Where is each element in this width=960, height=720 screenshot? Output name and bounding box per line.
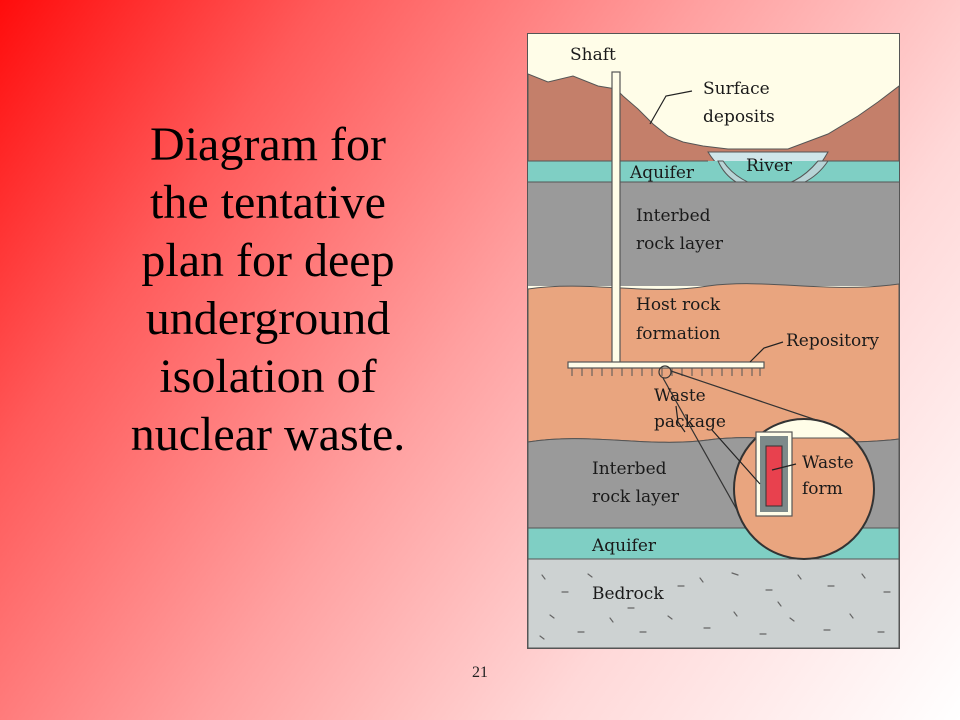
bedrock-speckles bbox=[539, 572, 891, 640]
label-bedrock: Bedrock bbox=[592, 584, 664, 604]
waste-package-marker bbox=[658, 365, 672, 379]
shaft bbox=[611, 71, 621, 365]
interbed-top-layer bbox=[528, 182, 899, 286]
label-repository: Repository bbox=[786, 331, 879, 351]
label-shaft: Shaft bbox=[570, 45, 616, 65]
label-waste-package-2: package bbox=[654, 412, 726, 432]
label-aquifer-top: Aquifer bbox=[629, 163, 695, 183]
label-aquifer-bottom: Aquifer bbox=[591, 536, 657, 556]
label-interbed-bottom-2: rock layer bbox=[592, 487, 680, 507]
label-surface-deposits: Surface bbox=[703, 79, 770, 99]
label-host-rock-2: formation bbox=[636, 324, 720, 344]
label-surface-deposits-2: deposits bbox=[703, 107, 775, 127]
leader-lines bbox=[649, 90, 797, 485]
aquifer-top-layer bbox=[528, 161, 899, 182]
label-waste-form-2: form bbox=[802, 479, 843, 499]
surface-deposits-layer bbox=[528, 73, 899, 165]
magnifier-line-bottom bbox=[662, 377, 747, 527]
waste-form bbox=[765, 445, 783, 507]
repository-drifts bbox=[571, 368, 761, 376]
nuclear-waste-repository-diagram: Shaft Surface deposits River Aquifer Int… bbox=[527, 33, 900, 649]
label-interbed-top-2: rock layer bbox=[636, 234, 724, 254]
label-river: River bbox=[746, 156, 793, 176]
label-waste-form: Waste bbox=[802, 453, 854, 473]
slide-title: Diagram for the tentative plan for deep … bbox=[130, 118, 406, 461]
label-interbed-bottom: Interbed bbox=[592, 459, 667, 479]
magnifier-line-top bbox=[670, 370, 829, 425]
label-waste-package: Waste bbox=[654, 386, 706, 406]
repository bbox=[567, 361, 765, 369]
label-interbed-top: Interbed bbox=[636, 206, 711, 226]
slide-number: 21 bbox=[472, 664, 488, 681]
label-host-rock: Host rock bbox=[636, 295, 721, 315]
bedrock-layer bbox=[528, 558, 899, 648]
